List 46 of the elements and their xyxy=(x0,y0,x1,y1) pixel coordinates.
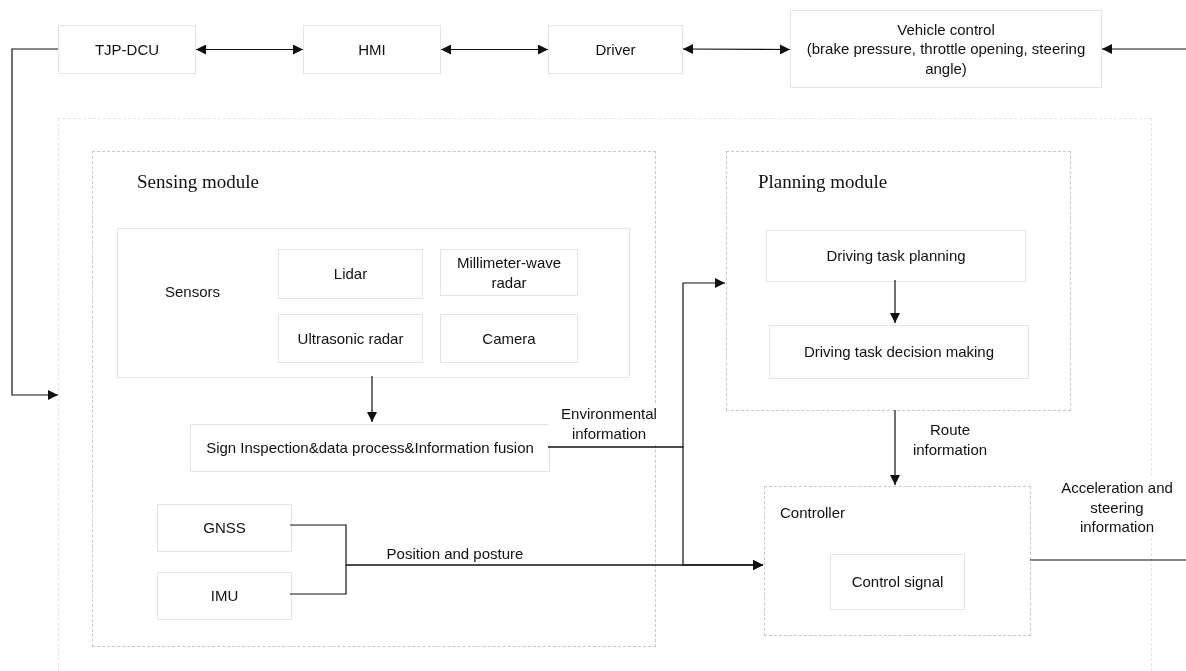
box-label: Driving task decision making xyxy=(803,342,995,362)
connector-arrow xyxy=(890,409,900,486)
box-label: Sign Inspection&data process&Information fusion xyxy=(206,438,534,458)
box-label: Lidar xyxy=(333,264,368,284)
process-box xyxy=(440,314,578,363)
process-box xyxy=(190,424,550,472)
process-box xyxy=(830,554,965,610)
process-box xyxy=(769,325,1029,379)
box-label: TJP-DCU xyxy=(94,39,160,60)
process-box xyxy=(440,249,578,296)
module-container xyxy=(92,151,656,647)
heading: Sensing module xyxy=(137,170,259,194)
heading: Controller xyxy=(780,503,846,523)
process-box xyxy=(157,572,292,620)
box-label: HMI xyxy=(358,39,386,60)
connector-arrow xyxy=(195,44,304,55)
connector-arrow xyxy=(11,48,59,400)
box-label: Ultrasonic radar xyxy=(297,328,404,349)
process-box xyxy=(548,25,683,74)
module-container xyxy=(726,151,1071,411)
box-label: (brake pressure, throttle opening, steering angle) xyxy=(805,39,1087,79)
process-box xyxy=(766,230,1026,282)
connector-arrow xyxy=(367,375,377,423)
process-box xyxy=(303,25,441,74)
connector-arrow xyxy=(682,44,791,55)
box-label: GNSS xyxy=(203,518,246,538)
connector-arrow xyxy=(1101,44,1186,54)
box-label: Vehicle control xyxy=(897,19,995,40)
process-box xyxy=(278,314,423,363)
box-label: Driving task planning xyxy=(826,246,966,266)
connector-arrow xyxy=(440,44,549,55)
process-box xyxy=(58,25,196,74)
process-box xyxy=(157,504,292,552)
connector-arrow xyxy=(890,279,900,324)
connector-arrow xyxy=(289,560,764,595)
box-label: Camera xyxy=(482,328,536,349)
box-label: IMU xyxy=(210,586,239,606)
box-label: Millimeter-wave radar xyxy=(455,253,563,292)
box-label: Control signal xyxy=(851,572,944,592)
process-box xyxy=(790,10,1102,88)
process-box xyxy=(278,249,423,299)
sensor-group-box xyxy=(117,228,630,378)
heading: Planning module xyxy=(758,170,888,194)
heading: Sensors xyxy=(165,282,221,302)
controller-container xyxy=(764,486,1031,636)
box-label: Driver xyxy=(595,39,636,60)
